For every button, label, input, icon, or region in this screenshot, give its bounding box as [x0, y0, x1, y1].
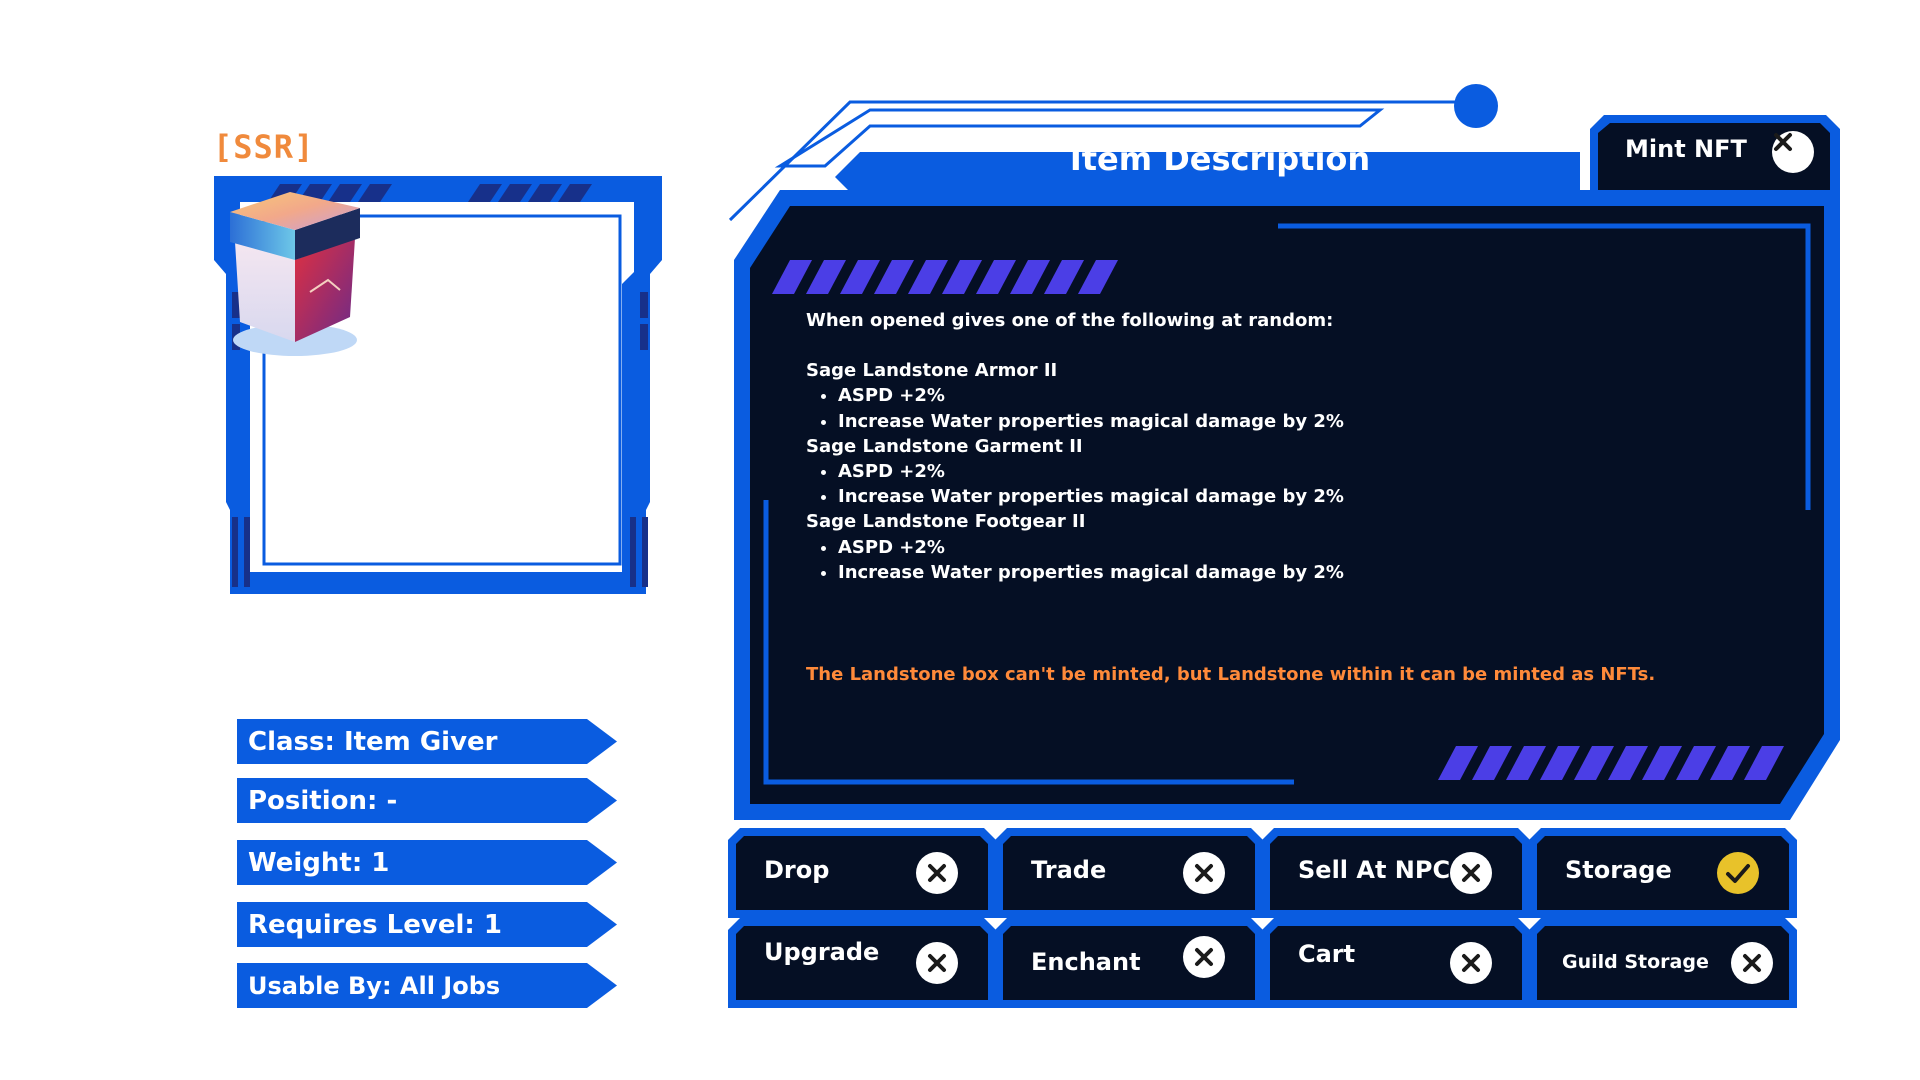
close-icon	[1450, 942, 1492, 984]
cart-button[interactable]: Cart	[1262, 918, 1530, 1008]
close-icon	[1731, 942, 1773, 984]
rarity-label: [SSR]	[213, 128, 315, 166]
stat-position-text: Position: -	[248, 785, 398, 816]
stat-requires-level-text: Requires Level: 1	[248, 909, 502, 940]
description-panel	[728, 84, 1840, 820]
stat-usable-by-text: Usable By: All Jobs	[248, 971, 501, 1000]
close-icon	[1183, 852, 1225, 894]
close-icon	[1183, 936, 1225, 978]
close-icon	[916, 852, 958, 894]
close-icon	[1772, 131, 1814, 173]
mint-nft-tab[interactable]: Mint NFT	[1590, 115, 1840, 190]
enchant-label: Enchant	[1031, 948, 1141, 976]
stat-weight-text: Weight: 1	[248, 847, 390, 878]
stat-class: Class: Item Giver	[237, 719, 617, 764]
check-icon	[1717, 852, 1759, 894]
effect-item: ASPD +2%	[838, 535, 1666, 560]
drop-button[interactable]: Drop	[728, 828, 996, 918]
landstone-box-icon	[230, 192, 360, 356]
mint-note: The Landstone box can't be minted, but L…	[806, 664, 1656, 685]
effect-item: Increase Water properties magical damage…	[838, 560, 1666, 585]
trade-label: Trade	[1031, 856, 1107, 884]
sell-at-npc-label: Sell At NPC	[1298, 856, 1451, 884]
enchant-button[interactable]: Enchant	[995, 918, 1263, 1008]
upgrade-label: Upgrade	[764, 938, 880, 966]
effect-item: Increase Water properties magical damage…	[838, 484, 1666, 509]
close-icon	[1450, 852, 1492, 894]
stat-class-text: Class: Item Giver	[248, 726, 498, 757]
item-image-frame	[210, 172, 670, 602]
stat-usable-by: Usable By: All Jobs	[237, 963, 617, 1008]
entry-name: Sage Landstone Garment II	[806, 435, 1083, 457]
guild-storage-label: Guild Storage	[1562, 951, 1709, 973]
entry-effects: ASPD +2% Increase Water properties magic…	[806, 459, 1666, 509]
description-title: Item Description	[1069, 140, 1371, 178]
trade-button[interactable]: Trade	[995, 828, 1263, 918]
effect-item: ASPD +2%	[838, 383, 1666, 408]
effect-item: ASPD +2%	[838, 459, 1666, 484]
drop-label: Drop	[764, 856, 830, 884]
storage-label: Storage	[1565, 856, 1672, 884]
sell-at-npc-button[interactable]: Sell At NPC	[1262, 828, 1530, 918]
guild-storage-button[interactable]: Guild Storage	[1529, 918, 1797, 1008]
mint-nft-label: Mint NFT	[1625, 135, 1747, 163]
stat-position: Position: -	[237, 778, 617, 823]
entry-name: Sage Landstone Footgear II	[806, 511, 1086, 533]
effect-item: Increase Water properties magical damage…	[838, 409, 1666, 434]
upgrade-button[interactable]: Upgrade	[728, 918, 996, 1008]
stat-weight: Weight: 1	[237, 840, 617, 885]
description-body: When opened gives one of the following a…	[806, 308, 1666, 585]
cart-label: Cart	[1298, 940, 1356, 968]
entry-effects: ASPD +2% Increase Water properties magic…	[806, 535, 1666, 585]
storage-button[interactable]: Storage	[1529, 828, 1797, 918]
decor-dot	[1454, 84, 1498, 128]
description-intro: When opened gives one of the following a…	[806, 310, 1334, 331]
entry-effects: ASPD +2% Increase Water properties magic…	[806, 383, 1666, 433]
entry-name: Sage Landstone Armor II	[806, 360, 1058, 382]
close-icon	[916, 942, 958, 984]
stat-requires-level: Requires Level: 1	[237, 902, 617, 947]
